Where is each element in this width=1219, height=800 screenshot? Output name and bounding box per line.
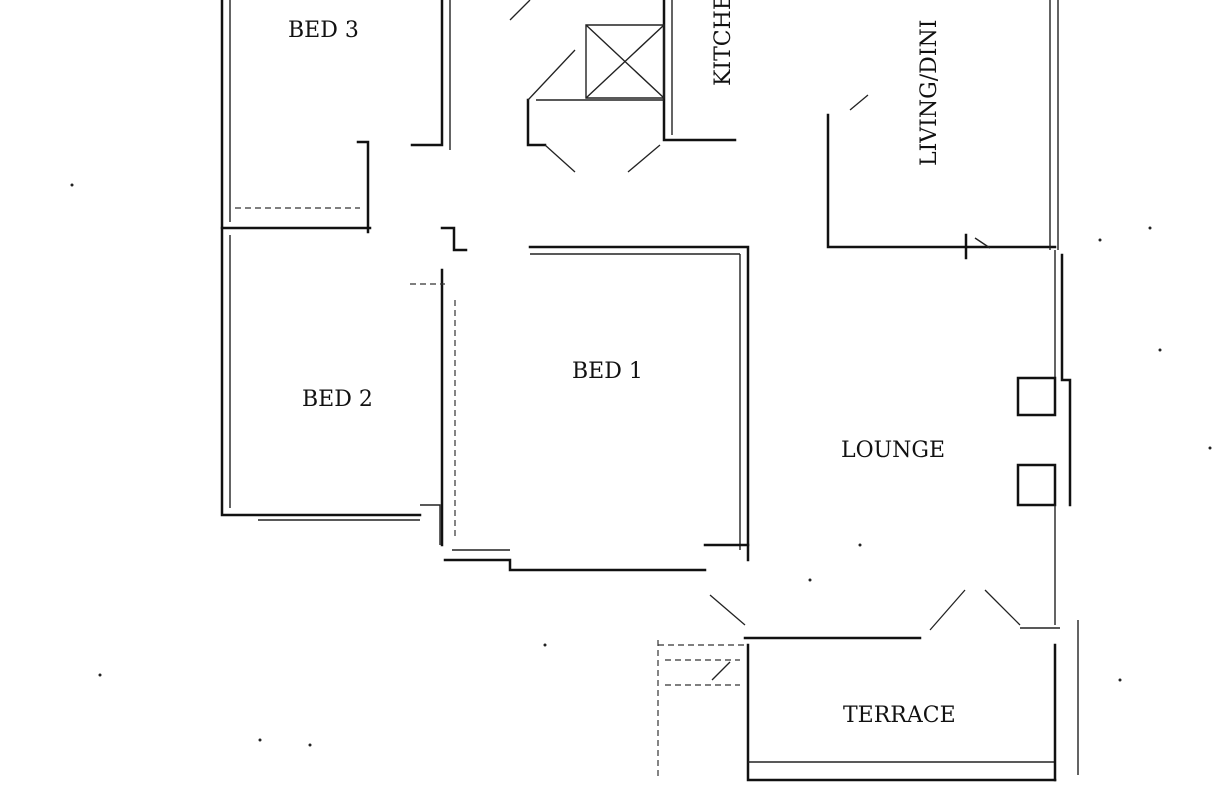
label-living-dining: LIVING/DINI <box>917 20 942 166</box>
room-bed-1 <box>443 245 750 572</box>
label-terrace: TERRACE <box>843 703 956 728</box>
room-kitchen <box>509 0 737 173</box>
label-kitchen: KITCHE <box>711 0 736 86</box>
room-living-dining <box>826 0 1059 260</box>
label-bed-1: BED 1 <box>572 359 643 384</box>
label-lounge: LOUNGE <box>841 438 945 463</box>
scan-specks <box>70 183 1212 747</box>
room-lounge <box>709 250 1072 640</box>
label-bed-3: BED 3 <box>288 18 359 43</box>
room-terrace <box>657 620 1079 782</box>
label-bed-2: BED 2 <box>302 387 373 412</box>
room-bed-2 <box>220 226 468 547</box>
